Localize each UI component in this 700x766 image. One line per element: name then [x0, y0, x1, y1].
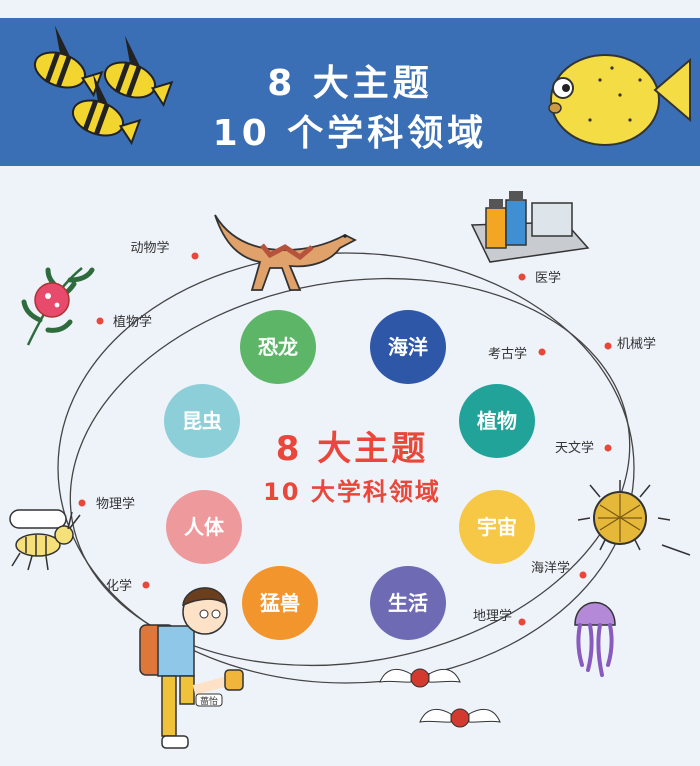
- center-title-line1: 8 大主题: [276, 429, 429, 469]
- field-label-oceanography: 海洋学: [531, 560, 570, 576]
- field-dot: [78, 499, 86, 507]
- insect-icon: [9, 509, 81, 571]
- boy-character-icon: 蔷怡: [139, 587, 244, 749]
- outer-orbit: [57, 252, 635, 684]
- dinosaur-icon: [214, 214, 357, 291]
- theme-bubble-shape: [370, 310, 446, 384]
- field-dot: [96, 317, 104, 325]
- field-label-astronomy: 天文学: [555, 440, 594, 456]
- theme-bubble-shape: [164, 384, 240, 458]
- field-dot: [538, 348, 546, 356]
- theme-bubble-universe: 宇宙: [459, 490, 535, 564]
- theme-bubble-shape: [240, 310, 316, 384]
- theme-bubble-insect: 昆虫: [164, 384, 240, 458]
- field-geography: 地理学: [473, 608, 526, 626]
- plant-icon: [21, 267, 95, 346]
- theme-label-universe: 宇宙: [477, 515, 517, 539]
- field-label-chemistry: 化学: [106, 578, 132, 594]
- field-dot: [518, 273, 526, 281]
- center-title-line2: 10 大学科领域: [263, 478, 441, 506]
- field-label-medicine: 医学: [535, 270, 561, 286]
- field-label-botany: 植物学: [113, 314, 152, 330]
- field-dot: [518, 618, 526, 626]
- theme-bubble-shape: [166, 490, 242, 564]
- field-physics: 物理学: [78, 496, 135, 512]
- theme-bubble-dinosaur: 恐龙: [240, 310, 316, 384]
- theme-label-beast: 猛兽: [259, 591, 300, 615]
- field-label-geography: 地理学: [473, 608, 512, 624]
- field-medicine: 医学: [518, 270, 561, 286]
- field-oceanography: 海洋学: [531, 560, 587, 579]
- theme-label-plant: 植物: [477, 409, 517, 433]
- medicine-bottles-icon: [470, 191, 590, 263]
- field-dot: [191, 252, 199, 260]
- theme-label-human: 人体: [184, 515, 225, 539]
- field-zoology: 动物学: [130, 240, 199, 260]
- theme-bubble-shape: [370, 566, 446, 640]
- field-dot: [604, 444, 612, 452]
- field-astronomy: 天文学: [555, 440, 612, 456]
- theme-bubble-life: 生活: [370, 566, 446, 640]
- jellyfish-icon: [574, 601, 616, 677]
- field-mechanics: 机械学: [604, 336, 656, 352]
- banner-title-line1: 8 大主题: [267, 63, 433, 104]
- field-label-physics: 物理学: [96, 496, 135, 512]
- pufferfish-icon: [548, 54, 691, 146]
- field-label-mechanics: 机械学: [617, 336, 656, 352]
- character-name-tag: 蔷怡: [200, 695, 218, 707]
- theme-bubble-shape: [459, 384, 535, 458]
- field-label-zoology: 动物学: [130, 240, 169, 256]
- inner-orbit: [69, 277, 631, 667]
- theme-bubble-ocean: 海洋: [370, 310, 446, 384]
- theme-bubble-beast: 猛兽: [242, 566, 318, 640]
- field-botany: 植物学: [96, 314, 152, 330]
- pinecone-icon: [577, 480, 691, 556]
- theme-label-insect: 昆虫: [182, 409, 222, 433]
- banner-title-line2: 10 个学科领域: [212, 113, 488, 154]
- field-dot: [579, 571, 587, 579]
- field-label-archaeology: 考古学: [488, 346, 527, 362]
- theme-label-dinosaur: 恐龙: [258, 335, 298, 359]
- field-chemistry: 化学: [106, 578, 150, 594]
- virus-icon: [379, 668, 501, 728]
- theme-bubble-plant: 植物: [459, 384, 535, 458]
- theme-bubble-shape: [459, 490, 535, 564]
- theme-bubble-shape: [242, 566, 318, 640]
- field-archaeology: 考古学: [488, 346, 546, 362]
- theme-label-ocean: 海洋: [388, 335, 428, 359]
- field-dot: [604, 342, 612, 350]
- theme-bubble-human: 人体: [166, 490, 242, 564]
- field-dot: [142, 581, 150, 589]
- fish-icon: [33, 25, 174, 146]
- theme-label-life: 生活: [388, 591, 428, 615]
